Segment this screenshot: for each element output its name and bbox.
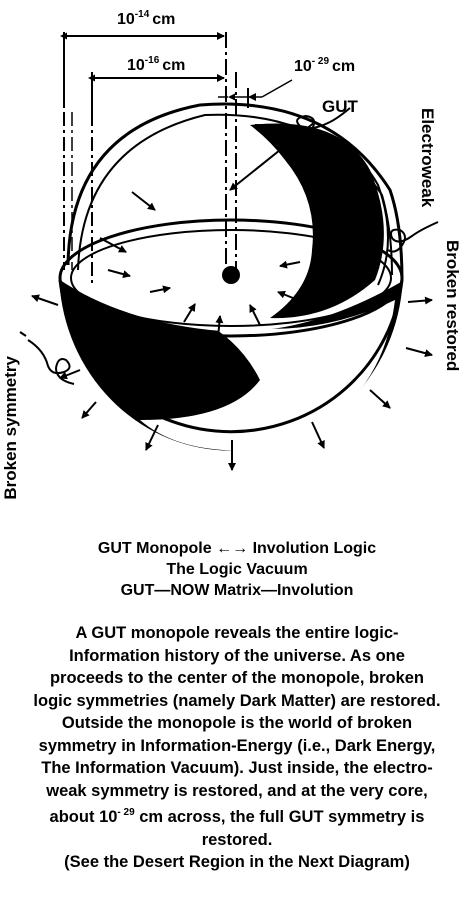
- broken-symmetry-label: Broken symmetry: [1, 356, 20, 500]
- gut-pointer: [229, 121, 316, 191]
- outward-arrows: [31, 294, 433, 471]
- gut-core: [222, 266, 240, 284]
- broken-symmetry-pointer: [27, 339, 75, 385]
- electroweak-pointer: [295, 107, 351, 140]
- caption-line-3: GUT—NOW Matrix—Involution: [120, 582, 354, 599]
- caption-line-2: The Logic Vacuum: [166, 561, 308, 578]
- outer-shell: [66, 102, 404, 281]
- core-size-line: about 10- 29 cm across, the full GUT sym…: [49, 807, 425, 826]
- inward-arrows: [99, 191, 301, 339]
- gut-label: GUT: [322, 97, 359, 116]
- caption-line-1: GUT Monopole ←→ Involution Logic: [97, 540, 377, 557]
- description-paragraph: A GUT monopole reveals the entire logic-…: [10, 622, 464, 874]
- dimension-guides: [63, 32, 249, 285]
- caption-block: GUT Monopole ←→ Involution Logic The Log…: [0, 538, 474, 601]
- outer-shell-inner: [77, 113, 393, 276]
- double-arrow-icon: ←→: [216, 540, 249, 557]
- broken-restored-label: Broken restored: [443, 240, 462, 372]
- lower-hemisphere: [58, 279, 404, 451]
- broken-restored-pointer: [387, 221, 439, 253]
- electroweak-label: Electroweak: [418, 108, 437, 208]
